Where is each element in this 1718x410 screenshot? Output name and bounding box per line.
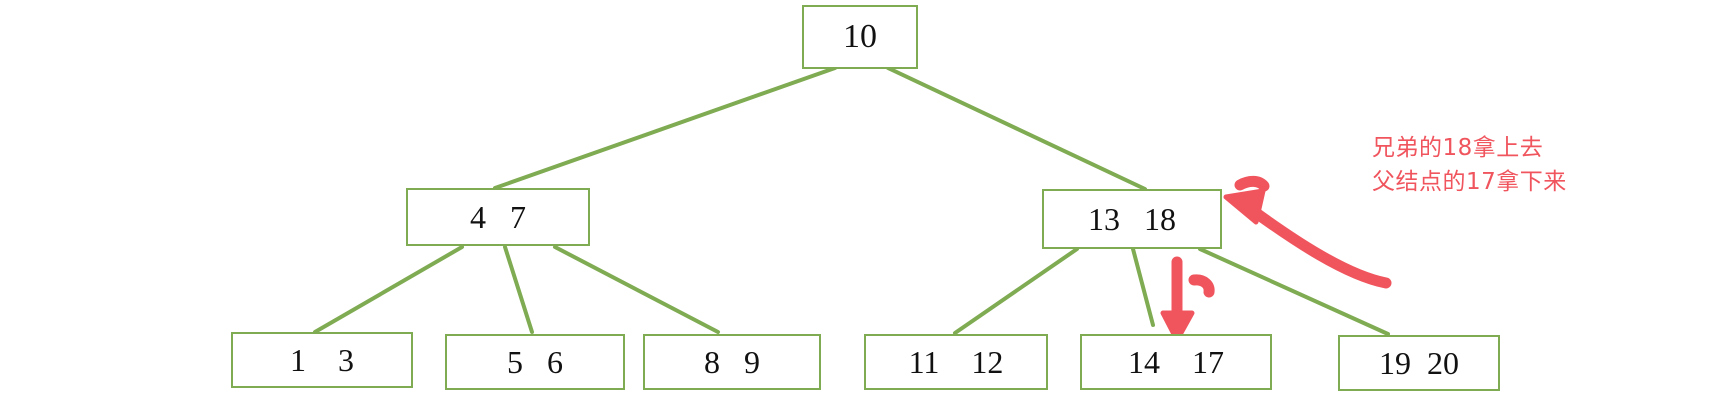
node-leaf-2: 5 6: [445, 334, 625, 390]
tree-edge: [553, 245, 720, 334]
annotation-line-2: 父结点的17拿下来: [1372, 169, 1567, 195]
node-internal-left: 4 7: [406, 188, 590, 246]
node-leaf-5: 14 17: [1080, 334, 1272, 390]
node-keys: 1 3: [290, 342, 354, 378]
tree-edge: [503, 245, 534, 334]
node-leaf-6: 19 20: [1338, 335, 1500, 391]
node-keys: 4 7: [470, 199, 526, 235]
annotation-text: 兄弟的18拿上去 父结点的17拿下来: [1372, 131, 1567, 199]
curved-arrow-to-parent-flick: [1234, 175, 1270, 192]
curved-arrow-to-parent: [1246, 204, 1392, 289]
node-keys: 10: [843, 18, 877, 55]
node-keys: 13 18: [1088, 201, 1176, 237]
tree-edge: [953, 247, 1079, 335]
tree-edge: [1131, 247, 1155, 327]
node-leaf-1: 1 3: [231, 332, 413, 388]
tree-edge: [1198, 247, 1390, 336]
node-keys: 19 20: [1379, 345, 1459, 381]
node-keys: 5 6: [507, 344, 563, 380]
down-arrow-to-child-flick: [1188, 274, 1215, 298]
curved-arrow-to-parent-head: [1223, 188, 1266, 225]
tree-edge: [886, 66, 1147, 191]
node-leaf-3: 8 9: [643, 334, 821, 390]
node-leaf-4: 11 12: [864, 334, 1048, 390]
node-keys: 8 9: [704, 344, 760, 380]
tree-edge: [313, 245, 464, 334]
node-root: 10: [802, 5, 918, 69]
node-internal-right: 13 18: [1042, 189, 1222, 249]
down-arrow-to-child-head: [1160, 310, 1195, 343]
node-keys: 11 12: [908, 344, 1004, 380]
annotation-line-1: 兄弟的18拿上去: [1372, 135, 1544, 161]
node-keys: 14 17: [1128, 344, 1224, 380]
tree-edge: [493, 66, 837, 190]
